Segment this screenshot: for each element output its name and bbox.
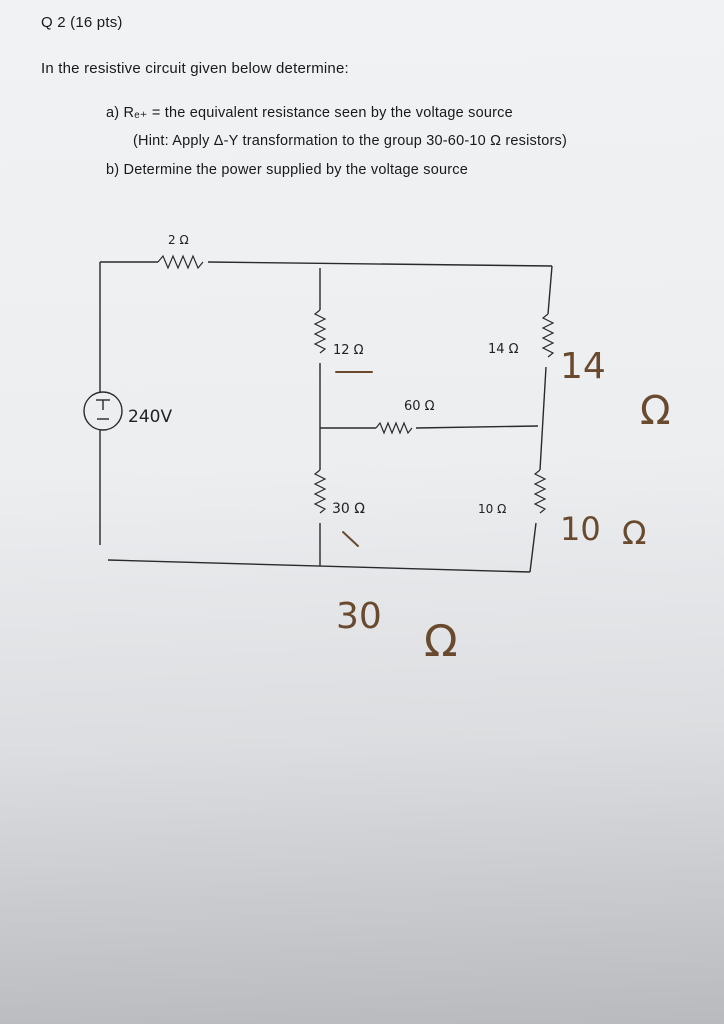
handwritten-note-14-unit: Ω [640, 388, 671, 434]
r60-label: 60 Ω [404, 399, 435, 414]
source-label: 240V [128, 407, 172, 427]
question-intro: In the resistive circuit given below det… [41, 60, 349, 77]
wire-60-right [415, 425, 539, 429]
handwritten-note-14: 14 [560, 346, 606, 387]
handwritten-strike-30 [342, 531, 359, 547]
handwritten-note-10: 10 [560, 510, 601, 548]
question-header: Q 2 (16 pts) [41, 14, 123, 31]
wire-right-upper [547, 265, 553, 315]
wire-bottom [107, 559, 531, 573]
r30-label: 30 Ω [332, 501, 365, 517]
resistor-12ohm [313, 309, 327, 354]
r2-label: 2 Ω [168, 233, 189, 247]
resistor-14ohm [541, 313, 555, 358]
handwritten-note-30: 30 [336, 596, 382, 637]
wire-right-lower [529, 522, 537, 573]
wire-top-right [207, 261, 553, 267]
resistor-60ohm [375, 421, 413, 435]
r10-label: 10 Ω [478, 502, 506, 516]
part-a-text: a) Rₑ₊ = the equivalent resistance seen … [106, 105, 513, 121]
handwritten-note-10-unit: Ω [622, 514, 646, 552]
resistor-30ohm [313, 469, 327, 514]
part-b-text: b) Determine the power supplied by the v… [106, 162, 469, 178]
hint-text: (Hint: Apply Δ-Y transformation to the g… [133, 133, 568, 149]
wire-right-mid [539, 366, 547, 471]
resistor-10ohm [533, 469, 547, 514]
r14-label: 14 Ω [488, 342, 519, 357]
voltage-source-icon [83, 391, 123, 431]
resistor-2ohm [157, 254, 204, 270]
r12-label: 12 Ω [333, 343, 364, 358]
handwritten-note-30-unit: Ω [424, 616, 458, 667]
